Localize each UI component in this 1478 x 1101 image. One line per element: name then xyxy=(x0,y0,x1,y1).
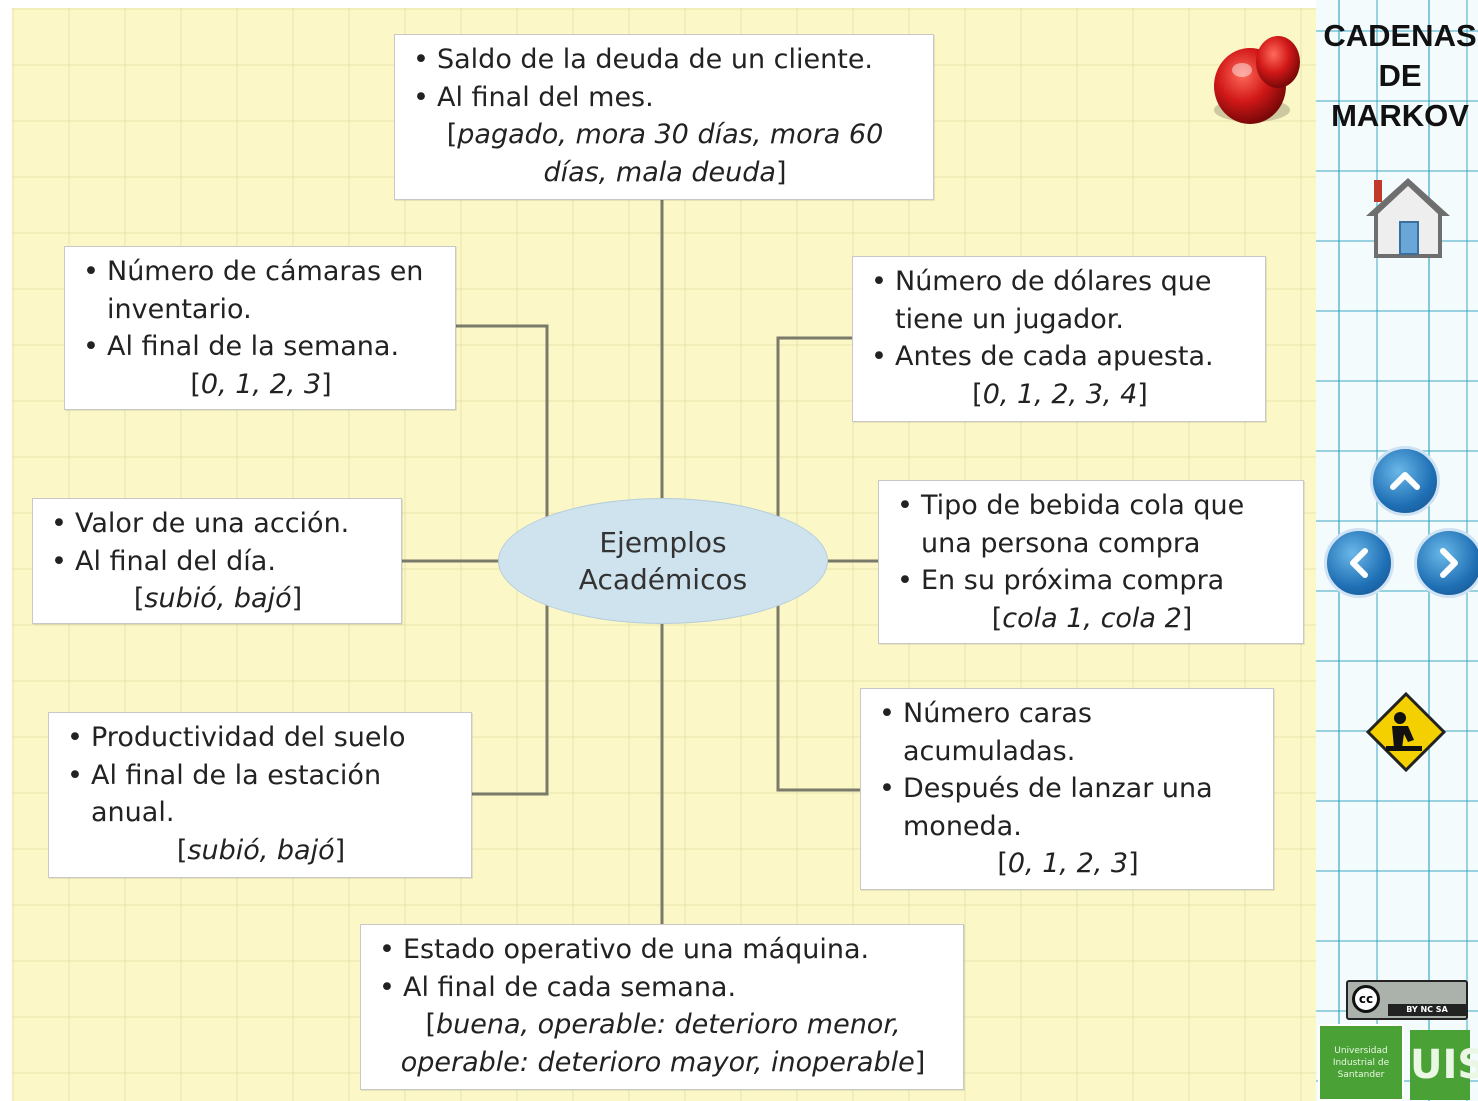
node-left3: Productividad del suelo Al final de la e… xyxy=(48,712,472,878)
node-left1-item-1: Número de cámaras en inventario. xyxy=(77,253,445,328)
center-node-line1: Ejemplos xyxy=(599,526,727,559)
center-node: Ejemplos Académicos xyxy=(498,498,828,624)
node-top-item-1: Saldo de la deuda de un cliente. xyxy=(407,41,923,79)
node-bottom-item-2: Al final de cada semana. xyxy=(373,969,953,1007)
university-logo-box: Universidad Industrial de Santander xyxy=(1318,1024,1404,1101)
node-top: Saldo de la deuda de un cliente. Al fina… xyxy=(394,34,934,200)
node-right1: Número de dólares que tiene un jugador. … xyxy=(852,256,1266,422)
chevron-up-icon xyxy=(1390,472,1420,490)
creative-commons-badge[interactable]: cc BY NC SA xyxy=(1346,980,1468,1020)
mindmap-canvas: Saldo de la deuda de un cliente. Al fina… xyxy=(12,8,1316,1101)
under-construction-icon xyxy=(1365,691,1447,773)
sidebar-title: CADENAS DE MARKOV xyxy=(1323,18,1477,133)
node-bottom-item-1: Estado operativo de una máquina. xyxy=(373,931,953,969)
pushpin-icon xyxy=(1214,36,1300,124)
node-right2-values: [cola 1, cola 2] xyxy=(991,602,1193,634)
node-right3-item-1: Número caras acumuladas. xyxy=(873,695,1263,770)
node-left1: Número de cámaras en inventario. Al fina… xyxy=(64,246,456,410)
node-right3-item-2: Después de lanzar una moneda. xyxy=(873,770,1263,845)
university-logo: UIS xyxy=(1410,1030,1478,1100)
node-right3-values: [0, 1, 2, 3] xyxy=(997,848,1139,879)
node-left2: Valor de una acción. Al final del día. [… xyxy=(32,498,402,624)
node-left2-values: [subió, bajó] xyxy=(133,583,303,614)
sidebar: CADENAS DE MARKOV cc BY NC SA Universida… xyxy=(1316,0,1478,1101)
node-right1-values: [0, 1, 2, 3, 4] xyxy=(972,378,1148,410)
node-right1-item-2: Antes de cada apuesta. xyxy=(865,338,1255,376)
license-terms: BY NC SA xyxy=(1388,1004,1466,1016)
node-left1-values: [0, 1, 2, 3] xyxy=(190,368,332,400)
node-left3-values: [subió, bajó] xyxy=(176,834,346,866)
node-left2-item-2: Al final del día. xyxy=(45,543,391,581)
node-right3: Número caras acumuladas. Después de lanz… xyxy=(860,688,1274,890)
previous-button[interactable] xyxy=(1324,528,1394,598)
next-button[interactable] xyxy=(1414,528,1478,598)
home-icon[interactable] xyxy=(1362,170,1454,262)
node-right1-item-1: Número de dólares que tiene un jugador. xyxy=(865,263,1255,338)
creative-commons-icon: cc xyxy=(1352,985,1380,1013)
chevron-right-icon xyxy=(1440,548,1458,578)
node-right2-item-2: En su próxima compra xyxy=(891,562,1293,600)
node-right2-item-1: Tipo de bebida cola que una persona comp… xyxy=(891,487,1293,562)
up-button[interactable] xyxy=(1370,446,1440,516)
node-left3-item-1: Productividad del suelo xyxy=(61,719,461,757)
node-left2-item-1: Valor de una acción. xyxy=(45,505,391,543)
university-name: Universidad Industrial de Santander xyxy=(1332,1045,1390,1080)
center-node-line2: Académicos xyxy=(578,563,748,596)
node-top-values: [pagado, mora 30 días, mora 60 días, mal… xyxy=(446,119,884,188)
node-bottom: Estado operativo de una máquina. Al fina… xyxy=(360,924,964,1090)
node-left3-item-2: Al final de la estación anual. xyxy=(61,757,461,832)
node-bottom-values: [buena, operable: deterioro menor, opera… xyxy=(400,1009,926,1078)
node-right2: Tipo de bebida cola que una persona comp… xyxy=(878,480,1304,644)
node-top-item-2: Al final del mes. xyxy=(407,79,923,117)
chevron-left-icon xyxy=(1350,548,1368,578)
node-left1-item-2: Al final de la semana. xyxy=(77,328,445,366)
